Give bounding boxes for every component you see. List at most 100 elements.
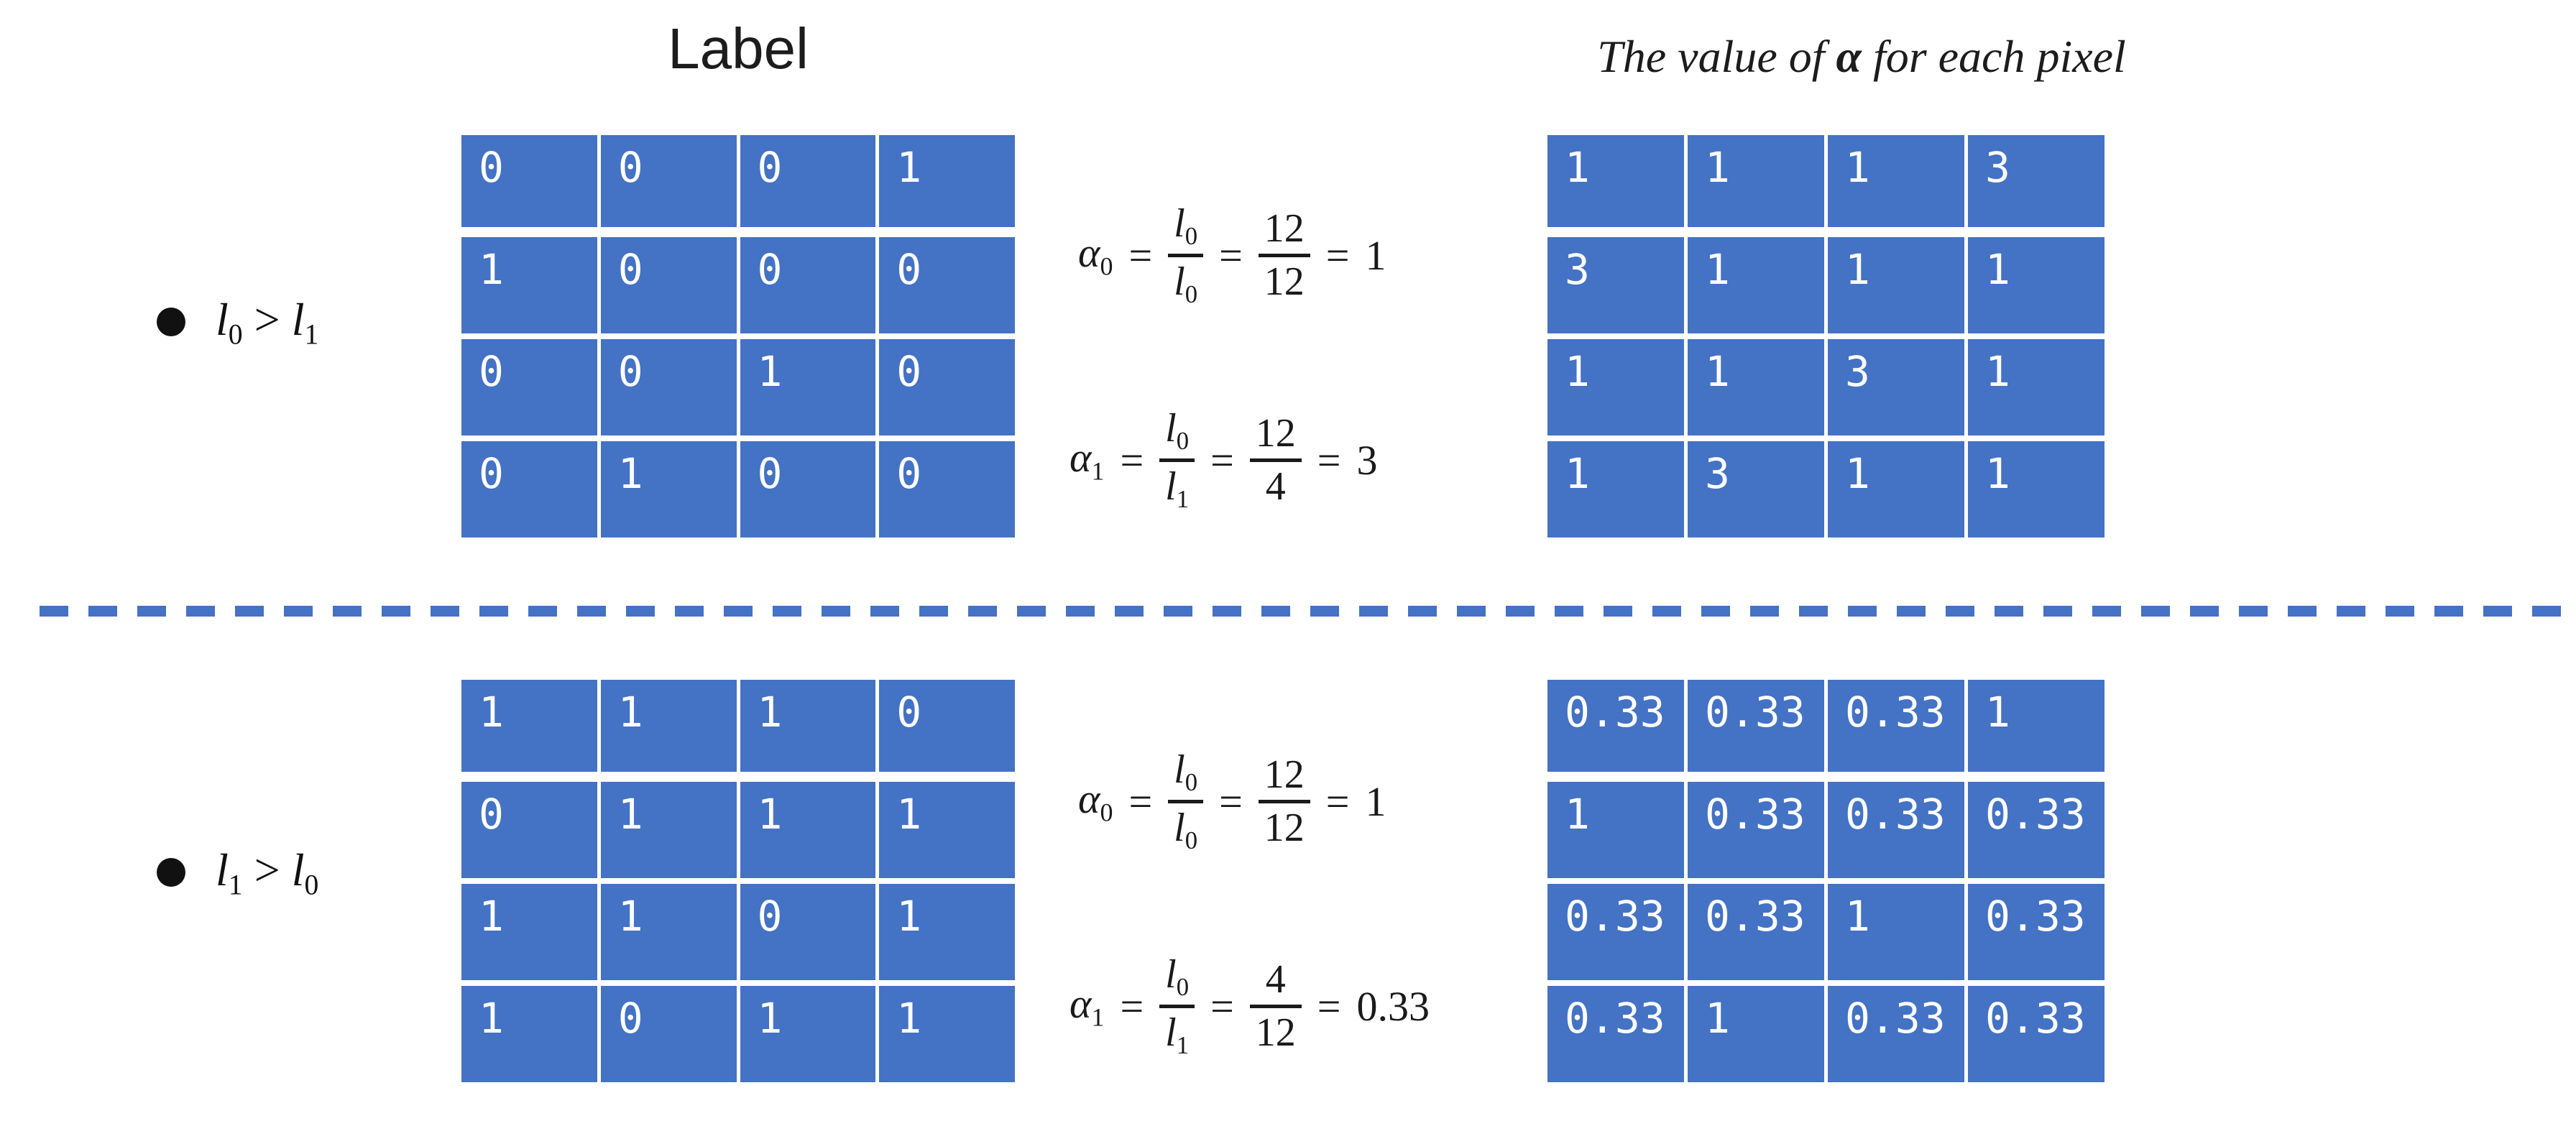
numeric-fraction: 12 4 xyxy=(1249,410,1302,509)
fraction-denominator: l0 xyxy=(1168,260,1203,308)
grid-cell: 1 xyxy=(1688,135,1824,227)
grid-cell: 1 xyxy=(740,339,876,435)
grid-cell: 1 xyxy=(1547,441,1684,538)
grid-cell: 0 xyxy=(879,441,1015,538)
grid-cell: 1 xyxy=(1688,986,1824,1082)
equals-sign: = xyxy=(1120,436,1144,484)
var-l: l xyxy=(216,293,229,345)
var-l: l xyxy=(291,844,305,895)
grid-cell: 1 xyxy=(1828,237,1964,333)
grid-cell: 0.33 xyxy=(1968,986,2104,1082)
grid-cell: 1 xyxy=(461,986,597,1082)
case1-bullet-item: l0>l1 xyxy=(157,287,318,356)
grid-cell: 1 xyxy=(740,782,876,878)
grid-cell: 0 xyxy=(879,680,1015,772)
numeric-fraction: 12 12 xyxy=(1258,207,1310,304)
numeric-fraction: 4 12 xyxy=(1249,958,1302,1055)
grid-cell: 3 xyxy=(1828,339,1964,435)
alpha-term: α0 xyxy=(1078,775,1113,828)
subscript: 0 xyxy=(1100,252,1113,281)
fraction-bar xyxy=(1249,458,1302,462)
case1-condition: l0>l1 xyxy=(216,293,318,351)
grid-cell: 0 xyxy=(740,237,876,333)
grid-cell: 1 xyxy=(600,884,737,980)
alpha-term: α1 xyxy=(1070,433,1104,486)
grid-cell: 1 xyxy=(879,135,1015,227)
var-l: l xyxy=(1174,747,1185,792)
grid-cell: 1 xyxy=(1828,884,1964,980)
alpha-symbol: α xyxy=(1078,229,1100,277)
alpha-symbol: α xyxy=(1070,434,1092,481)
grid-cell: 1 xyxy=(1688,339,1824,435)
grid-cell: 0.33 xyxy=(1547,884,1684,980)
grid-cell: 0 xyxy=(461,441,597,538)
grid-cell: 0 xyxy=(600,339,737,435)
grid-cell: 0 xyxy=(740,441,876,538)
equals-sign: = xyxy=(1317,982,1341,1030)
fraction-bar xyxy=(1168,253,1204,257)
grid-cell: 1 xyxy=(879,782,1015,878)
grid-cell: 0 xyxy=(461,135,597,227)
var-l: l xyxy=(1165,463,1177,509)
grid-cell: 0.33 xyxy=(1828,986,1964,1082)
formula-case1-alpha0: α0 = l0 l0 = 12 12 = 1 xyxy=(1078,187,1386,323)
subscript: 1 xyxy=(304,318,319,351)
subscript: 0 xyxy=(1184,222,1198,251)
fraction-numerator: 12 xyxy=(1255,410,1296,456)
formula-case1-alpha1: α1 = l0 l1 = 12 4 = 3 xyxy=(1070,392,1378,528)
subscript: 1 xyxy=(1091,1002,1105,1032)
var-l: l xyxy=(1165,1010,1177,1055)
alpha-column-title: The value of α for each pixel xyxy=(1509,30,2214,83)
alpha-term: α0 xyxy=(1078,229,1113,282)
case2-condition: l1>l0 xyxy=(216,844,318,902)
grid-cell: 3 xyxy=(1968,135,2104,227)
fraction-numerator: l0 xyxy=(1168,749,1203,796)
grid-cell: 0 xyxy=(600,237,737,333)
label-column-title: Label xyxy=(668,17,809,80)
equals-sign: = xyxy=(1210,436,1234,484)
fraction-numerator: l0 xyxy=(1159,954,1195,1001)
var-l: l xyxy=(291,293,305,345)
label-matrix-case2: 1 1 1 0 0 1 1 1 1 1 0 1 1 0 1 1 xyxy=(461,680,1015,1082)
subscript: 1 xyxy=(1176,484,1190,513)
subscript: 1 xyxy=(228,869,243,901)
alpha-bold-symbol: α xyxy=(1836,31,1862,82)
variable-fraction: l0 l0 xyxy=(1168,749,1204,854)
grid-cell: 0 xyxy=(461,782,597,878)
var-l: l xyxy=(1165,951,1177,997)
fraction-denominator: 12 xyxy=(1264,805,1305,850)
subscript: 0 xyxy=(1176,427,1190,456)
result-value: 1 xyxy=(1365,778,1386,825)
grid-cell: 0.33 xyxy=(1547,680,1684,772)
equals-sign: = xyxy=(1120,982,1144,1030)
equals-sign: = xyxy=(1128,778,1153,825)
fraction-denominator: l0 xyxy=(1168,806,1203,854)
grid-cell: 0 xyxy=(740,884,876,980)
grid-cell: 0 xyxy=(879,339,1015,435)
grid-cell: 0.33 xyxy=(1968,884,2104,980)
fraction-denominator: 12 xyxy=(1255,1010,1296,1055)
grid-cell: 1 xyxy=(879,884,1015,980)
alpha-term: α1 xyxy=(1070,979,1104,1033)
formula-case2-alpha1: α1 = l0 l1 = 4 12 = 0.33 xyxy=(1070,938,1430,1074)
grid-cell: 1 xyxy=(740,680,876,772)
fraction-denominator: l1 xyxy=(1159,1010,1195,1059)
grid-cell: 0 xyxy=(600,135,737,227)
grid-cell: 3 xyxy=(1547,237,1684,333)
alpha-matrix-case1: 1 1 1 3 3 1 1 1 1 1 3 1 1 3 1 1 xyxy=(1547,135,2104,538)
subscript: 0 xyxy=(304,869,319,901)
numeric-fraction: 12 12 xyxy=(1258,753,1310,850)
grid-cell: 1 xyxy=(600,441,737,538)
alpha-title-post: for each pixel xyxy=(1861,31,2126,82)
fraction-denominator: 4 xyxy=(1265,463,1286,509)
subscript: 0 xyxy=(1176,973,1190,1002)
grid-cell: 1 xyxy=(1688,237,1824,333)
fraction-numerator: l0 xyxy=(1168,203,1203,250)
fraction-denominator: 12 xyxy=(1264,259,1305,304)
grid-cell: 1 xyxy=(740,986,876,1082)
grid-cell: 1 xyxy=(461,680,597,772)
fraction-bar xyxy=(1159,458,1195,462)
subscript: 0 xyxy=(228,318,243,351)
subscript: 0 xyxy=(1184,768,1198,797)
subscript: 0 xyxy=(1184,826,1198,854)
